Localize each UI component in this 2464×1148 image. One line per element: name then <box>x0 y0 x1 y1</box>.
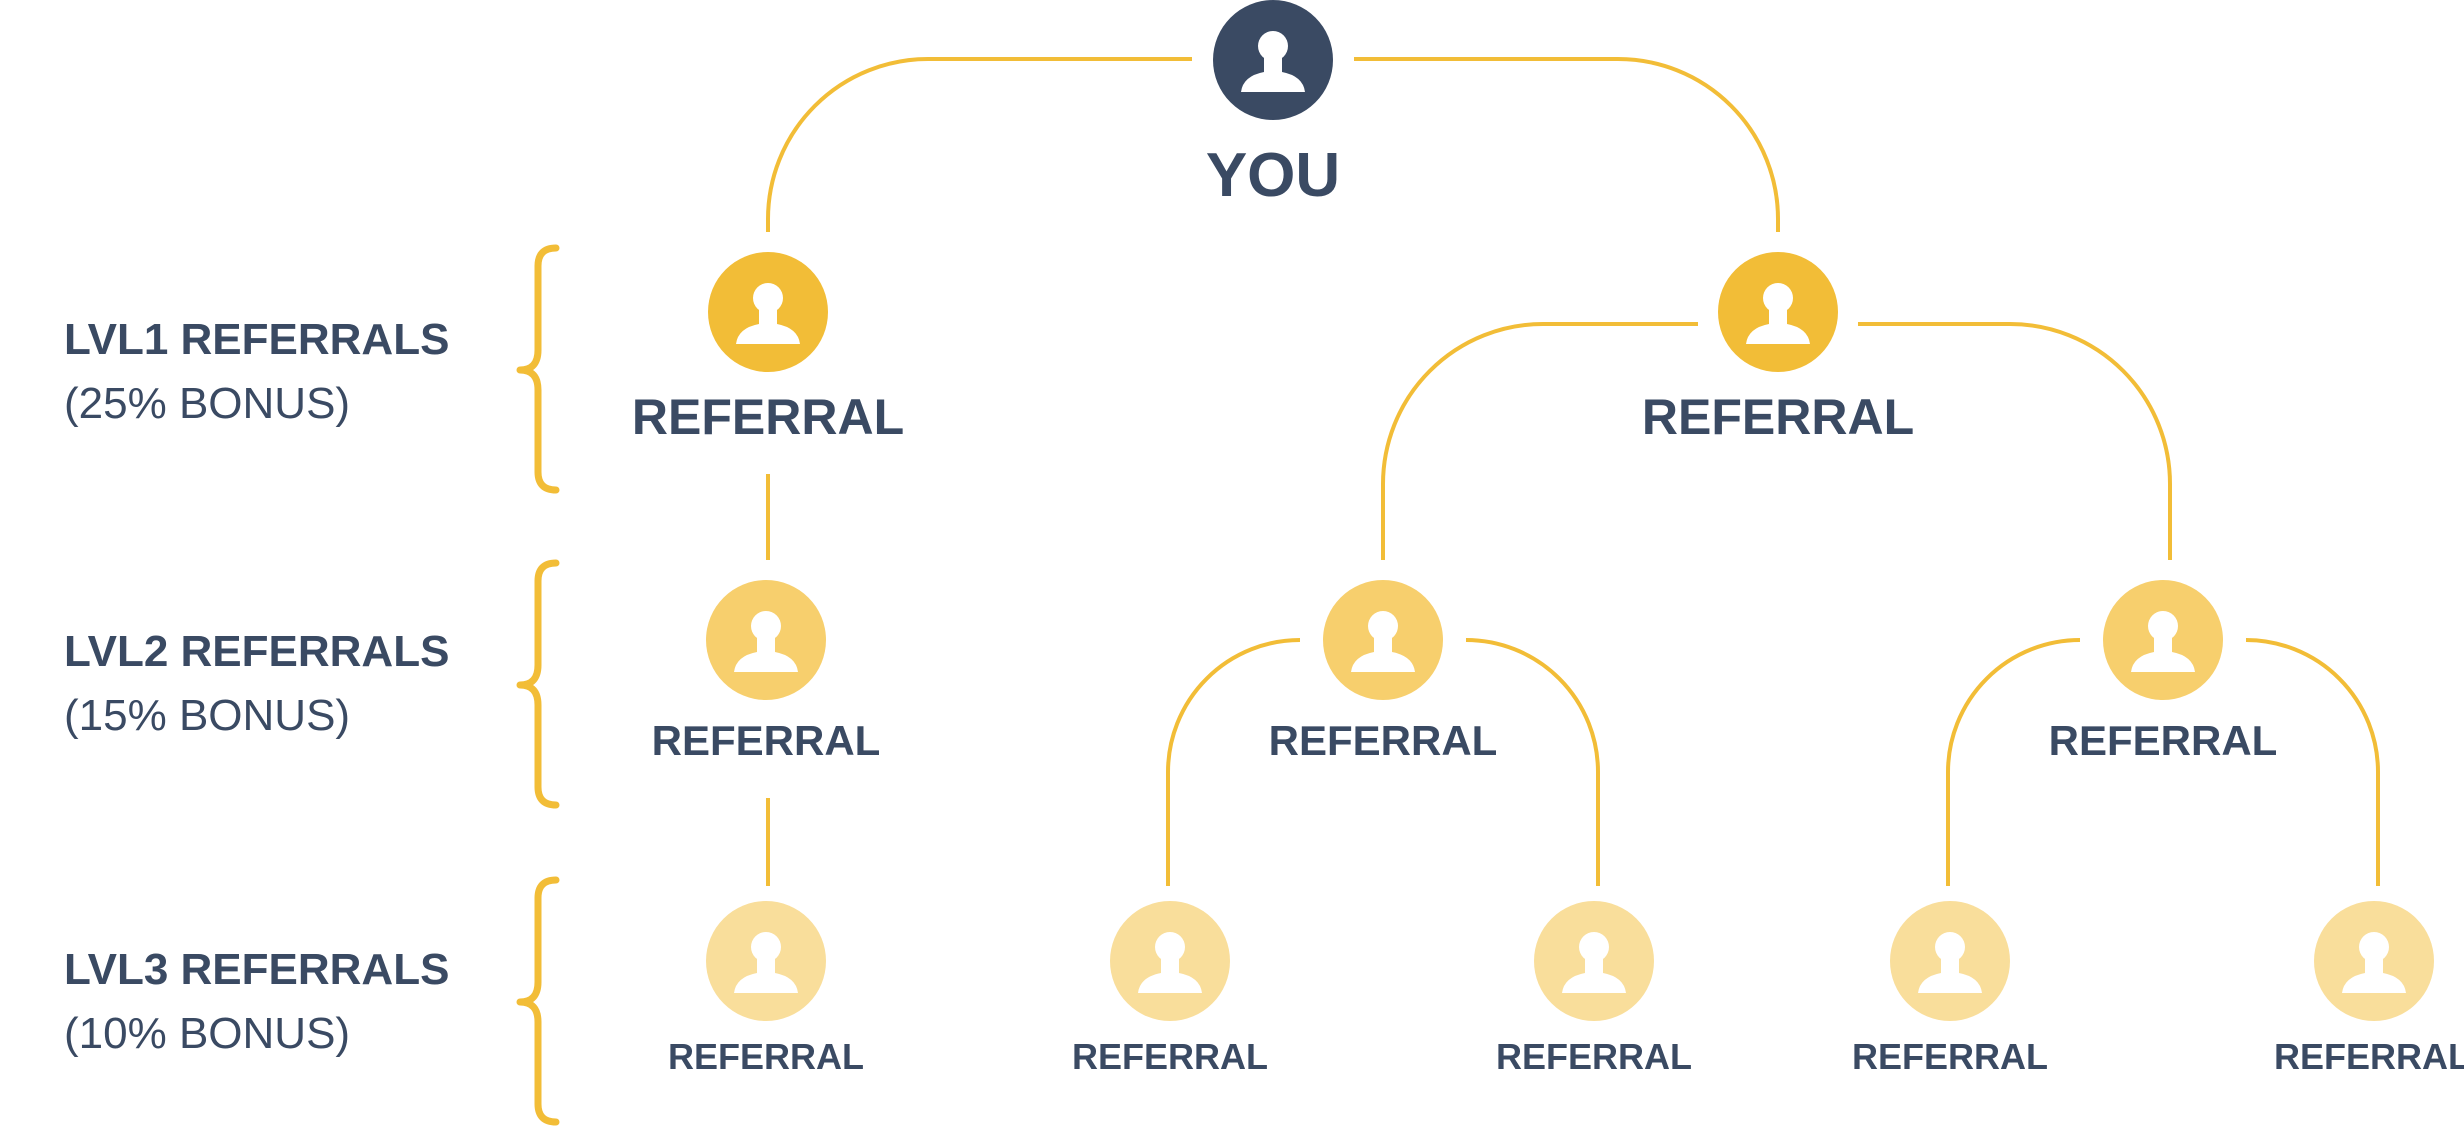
level-2-node-label: REFERRAL <box>1269 717 1498 764</box>
level-2-node-label: REFERRAL <box>2049 717 2278 764</box>
level-braces <box>516 244 560 1126</box>
connector-root-left <box>766 57 1192 232</box>
level-2-node: REFERRAL <box>652 580 881 764</box>
level-3-node: REFERRAL <box>1852 901 2048 1077</box>
level-3-node-label: REFERRAL <box>2274 1036 2464 1077</box>
level-2-node-label: REFERRAL <box>652 717 881 764</box>
level-3-node: REFERRAL <box>1072 901 1268 1077</box>
level-3-node: REFERRAL <box>668 901 864 1077</box>
level-1-node-label: REFERRAL <box>1642 389 1914 445</box>
level-3-node-label: REFERRAL <box>1496 1036 1692 1077</box>
level-1-bonus: (25% BONUS) <box>64 379 350 428</box>
level-2-title: LVL2 REFERRALS <box>64 627 449 676</box>
level-1-node: REFERRAL <box>1642 252 1914 445</box>
level-3-nodes: REFERRAL REFERRAL REFERRAL REFERRAL REFE… <box>668 901 2464 1077</box>
connector-lines <box>766 57 2380 886</box>
level-2-nodes: REFERRAL REFERRAL REFERRAL <box>652 580 2278 764</box>
level-3-node: REFERRAL <box>2274 901 2464 1077</box>
connector-l2b-l3c <box>1465 638 1600 886</box>
level-2-node: REFERRAL <box>1269 580 1498 764</box>
level-2-bonus: (15% BONUS) <box>64 691 350 740</box>
connector-root-right <box>1354 57 1780 232</box>
level-1-title: LVL1 REFERRALS <box>64 315 449 364</box>
brace-level-2 <box>516 559 560 809</box>
level-1-nodes: REFERRAL REFERRAL <box>632 252 1914 445</box>
brace-level-3 <box>516 876 560 1126</box>
connector-l1b-l2c <box>1858 322 2172 560</box>
brace-level-1 <box>516 244 560 494</box>
level-3-node-label: REFERRAL <box>668 1036 864 1077</box>
root-label: YOU <box>1206 141 1340 210</box>
root-node: YOU <box>1206 0 1340 210</box>
level-labels: LVL1 REFERRALS (25% BONUS) LVL2 REFERRAL… <box>64 315 449 1058</box>
level-1-node-label: REFERRAL <box>632 389 904 445</box>
level-3-title: LVL3 REFERRALS <box>64 945 449 994</box>
level-3-node: REFERRAL <box>1496 901 1692 1077</box>
level-1-node: REFERRAL <box>632 252 904 445</box>
level-3-node-label: REFERRAL <box>1852 1036 2048 1077</box>
level-3-node-label: REFERRAL <box>1072 1036 1268 1077</box>
connector-l2c-l3e <box>2245 638 2380 886</box>
connector-l2c-l3d <box>1946 638 2081 886</box>
connector-l2b-l3b <box>1166 638 1301 886</box>
connector-l1b-l2b <box>1381 322 1698 560</box>
level-2-node: REFERRAL <box>2049 580 2278 764</box>
level-3-bonus: (10% BONUS) <box>64 1009 350 1058</box>
